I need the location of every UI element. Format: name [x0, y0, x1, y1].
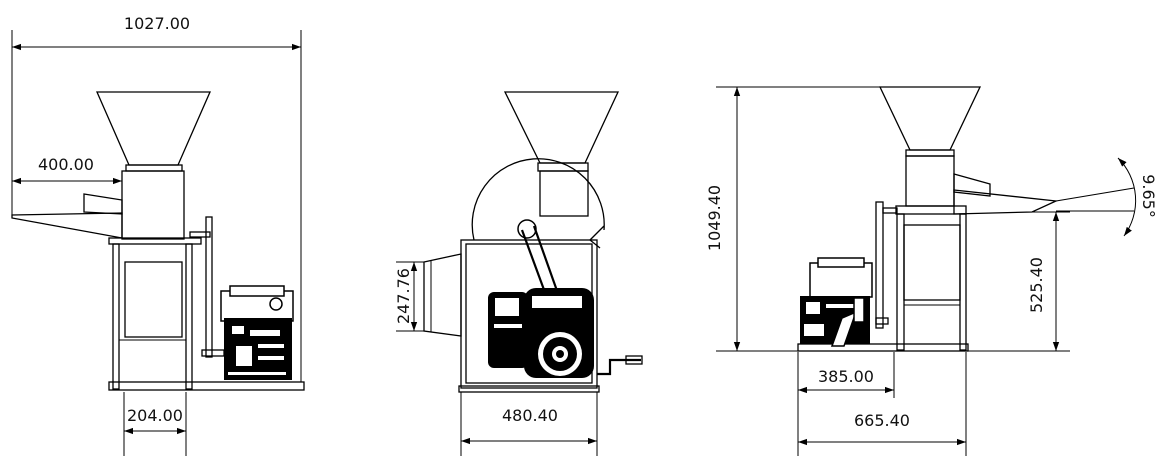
- front-frame-top: [108, 237, 202, 245]
- right-view: 1049.40 525.40 9.65° 385.00 665.40: [705, 86, 1158, 456]
- side-drum: [471, 158, 605, 241]
- dim-665: 665.40: [854, 411, 910, 430]
- right-housing: [905, 155, 955, 207]
- side-engine: [488, 288, 594, 378]
- side-hopper: [503, 91, 620, 164]
- right-hopper: [878, 86, 982, 151]
- front-hopper-neck: [125, 164, 183, 172]
- right-base: [797, 343, 969, 352]
- side-inlet: [423, 253, 462, 337]
- front-housing: [121, 170, 185, 240]
- front-chute: [11, 212, 123, 239]
- dim-1027: 1027.00: [124, 14, 190, 33]
- dim-angle: 9.65°: [1139, 174, 1158, 218]
- side-view: 247.76 480.40: [394, 91, 643, 456]
- dim-247: 247.76: [394, 268, 413, 324]
- front-hopper: [96, 91, 211, 166]
- right-panel: [903, 224, 961, 301]
- front-view: 1027.00 400.00 204.00: [11, 14, 305, 456]
- dim-525: 525.40: [1027, 257, 1046, 313]
- dim-385: 385.00: [818, 367, 874, 386]
- front-panel: [124, 261, 183, 338]
- dim-204: 204.00: [127, 406, 183, 425]
- dim-400: 400.00: [38, 155, 94, 174]
- dim-1049: 1049.40: [705, 185, 724, 251]
- right-engine: [800, 257, 873, 347]
- front-base: [108, 381, 305, 391]
- dim-480: 480.40: [502, 406, 558, 425]
- front-engine: [220, 285, 294, 380]
